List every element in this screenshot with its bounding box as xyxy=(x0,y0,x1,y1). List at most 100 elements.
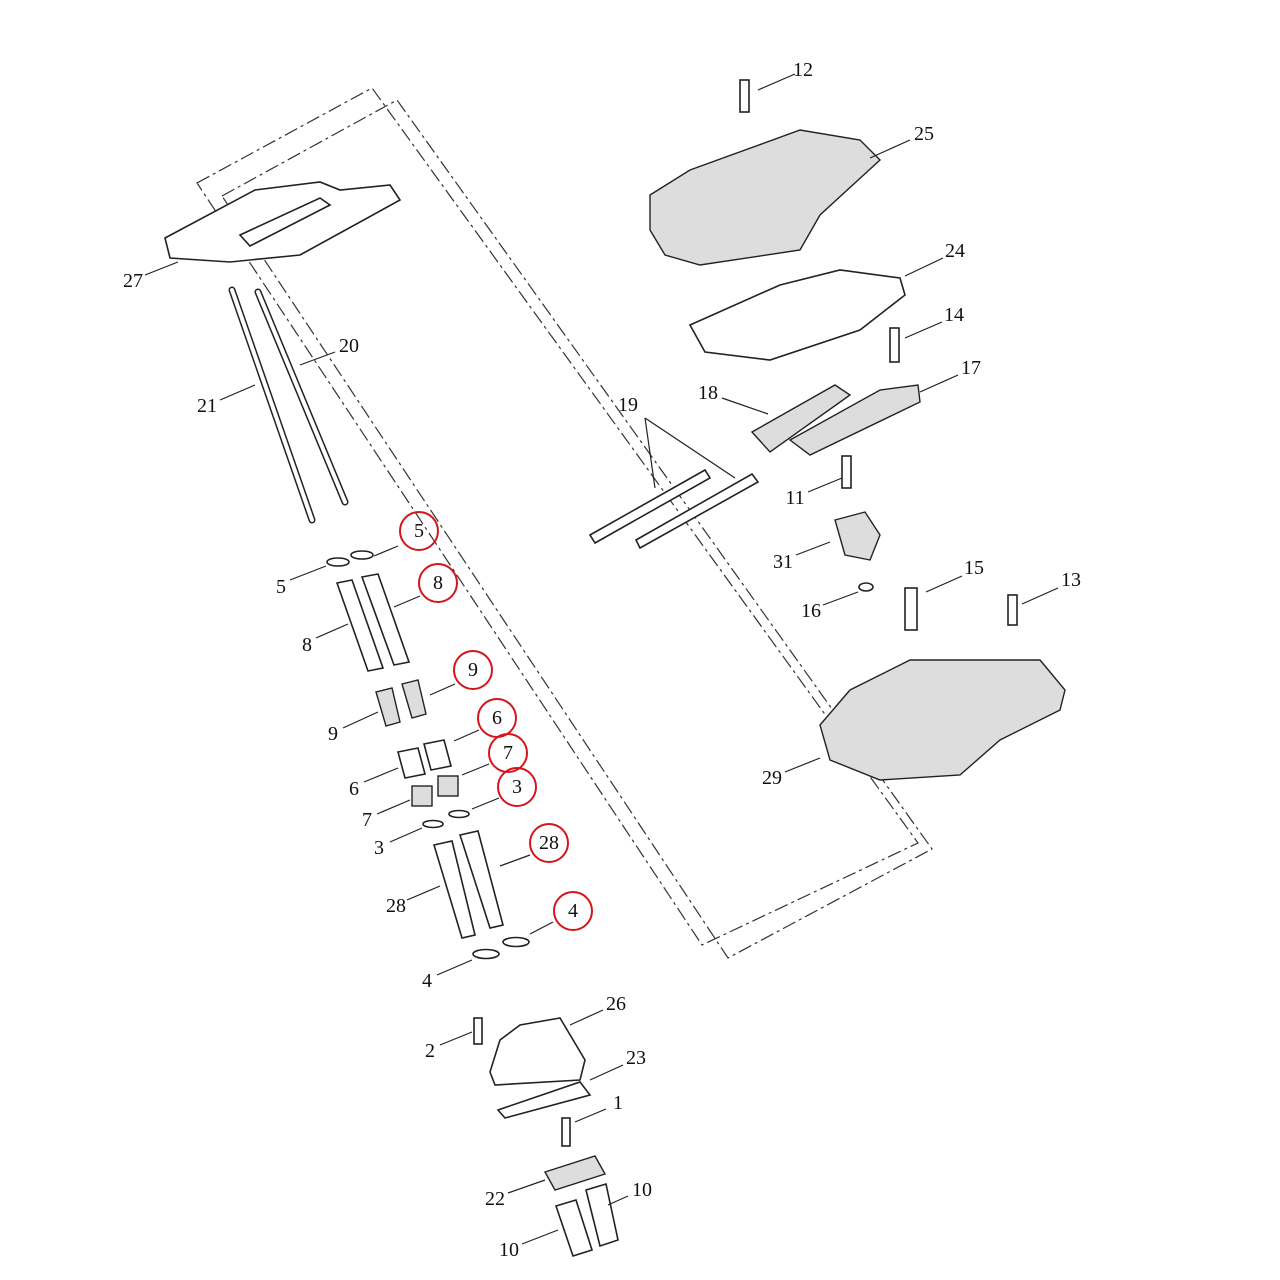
callout-15: 15 xyxy=(964,557,984,579)
leader-line xyxy=(607,1195,629,1206)
leader-line xyxy=(393,595,421,608)
leader-line xyxy=(919,374,959,393)
leader-line xyxy=(869,139,911,159)
highlight-label-8: 8 xyxy=(433,572,443,594)
rocker-shaft-19b xyxy=(634,472,760,550)
callout-10a: 10 xyxy=(632,1179,652,1201)
bolt-11 xyxy=(841,455,852,489)
leader-line xyxy=(904,257,944,277)
callout-2: 2 xyxy=(425,1040,435,1062)
leader-line xyxy=(499,854,531,867)
leader-line xyxy=(342,711,379,729)
leader-line xyxy=(429,683,456,696)
keeper-9a xyxy=(375,687,401,727)
rocker-shaft-19a xyxy=(588,468,712,545)
tube-28b xyxy=(458,830,504,929)
o-ring-4b xyxy=(502,936,530,948)
leader-line xyxy=(529,921,554,935)
bolt-13 xyxy=(1007,594,1018,626)
highlight-circle-28 xyxy=(529,823,569,863)
cup-6b xyxy=(423,739,452,771)
callout-27: 27 xyxy=(123,270,143,292)
leader-line xyxy=(721,397,769,415)
highlight-circle-8 xyxy=(418,563,458,603)
callout-23: 23 xyxy=(626,1047,646,1069)
gasket-23 xyxy=(496,1081,592,1119)
leader-line xyxy=(644,417,736,479)
bracket-22 xyxy=(543,1155,607,1191)
callout-8: 8 xyxy=(302,634,312,656)
washer-16 xyxy=(858,582,874,592)
bolt-12 xyxy=(739,79,750,113)
assembly-boundary-inner xyxy=(221,99,933,959)
highlight-label-7: 7 xyxy=(503,742,513,764)
leader-line xyxy=(471,797,500,810)
leader-line xyxy=(144,261,179,276)
cover-26 xyxy=(489,1017,586,1086)
callout-4: 4 xyxy=(422,970,432,992)
callout-12: 12 xyxy=(793,59,813,81)
leader-line xyxy=(461,763,490,776)
gasket-27-inner xyxy=(238,197,332,247)
callout-29: 29 xyxy=(762,767,782,789)
leader-line xyxy=(436,959,473,976)
callout-6: 6 xyxy=(349,778,359,800)
highlight-label-6: 6 xyxy=(492,707,502,729)
callout-26: 26 xyxy=(606,993,626,1015)
leader-line xyxy=(315,623,349,639)
highlight-circle-4 xyxy=(553,891,593,931)
leader-line xyxy=(795,541,831,556)
leader-line xyxy=(589,1064,624,1081)
rocker-cover-25 xyxy=(649,129,882,266)
highlight-label-28: 28 xyxy=(539,832,559,854)
leader-lines xyxy=(144,73,1059,1245)
leader-line xyxy=(406,885,441,901)
leader-line xyxy=(507,1179,546,1194)
rocker-arm-17 xyxy=(788,384,921,456)
callout-22: 22 xyxy=(485,1188,505,1210)
o-ring-3b xyxy=(448,809,470,819)
pushrod-20-highlight xyxy=(256,290,347,504)
lifter-10b xyxy=(585,1182,619,1248)
leader-line xyxy=(925,575,963,593)
leader-line xyxy=(822,591,859,606)
tube-28a xyxy=(432,840,476,939)
callout-1: 1 xyxy=(613,1092,623,1114)
callout-18: 18 xyxy=(698,382,718,404)
leader-line xyxy=(363,767,399,783)
callout-9: 9 xyxy=(328,723,338,745)
leader-line xyxy=(1021,587,1059,605)
leader-line xyxy=(219,384,256,401)
rocker-arm-18 xyxy=(750,384,852,453)
rocker-housing-29 xyxy=(819,659,1066,781)
bolt-14 xyxy=(889,327,900,363)
o-ring-5b xyxy=(350,550,374,560)
spring-7b xyxy=(437,775,459,797)
leader-line xyxy=(904,321,943,339)
highlight-circle-3 xyxy=(497,767,537,807)
pushrod-tube-8b xyxy=(360,573,411,666)
callout-7: 7 xyxy=(362,809,372,831)
callout-28: 28 xyxy=(386,895,406,917)
highlight-label-9: 9 xyxy=(468,659,478,681)
highlight-label-3: 3 xyxy=(512,776,522,798)
highlight-label-5: 5 xyxy=(414,520,424,542)
leader-line xyxy=(389,827,423,843)
o-ring-5a xyxy=(326,557,350,567)
callout-3: 3 xyxy=(374,837,384,859)
spring-7a xyxy=(411,785,433,807)
leader-line xyxy=(757,73,796,91)
callout-20: 20 xyxy=(339,335,359,357)
dowel-15 xyxy=(904,587,918,631)
callout-24: 24 xyxy=(945,240,965,262)
highlight-circle-7 xyxy=(488,733,528,773)
lifter-10a xyxy=(554,1199,594,1257)
leader-line xyxy=(644,417,656,489)
bracket-31 xyxy=(834,511,881,561)
o-ring-4a xyxy=(472,948,500,960)
highlight-circle-5 xyxy=(399,511,439,551)
callout-13: 13 xyxy=(1061,569,1081,591)
leader-line xyxy=(289,565,327,581)
